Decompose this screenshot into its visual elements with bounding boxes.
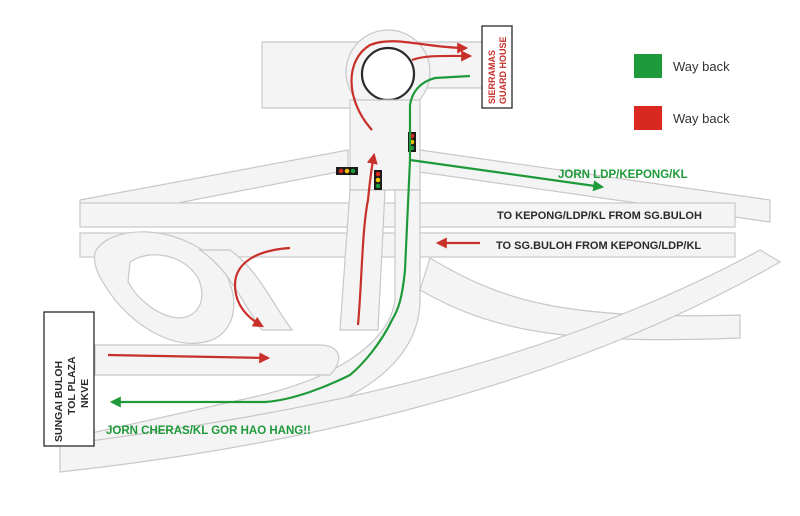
toll-plaza-label-3: NKVE bbox=[79, 379, 91, 408]
label-to-sgbuloh: TO SG.BULOH FROM KEPONG/LDP/KL bbox=[496, 240, 701, 252]
loop-inner bbox=[127, 254, 203, 319]
guard-house: SIERRAMAS GUARD HOUSE bbox=[481, 25, 513, 109]
guard-house-label-1: SIERRAMAS bbox=[487, 50, 497, 104]
legend-swatch-red bbox=[634, 106, 662, 130]
red-route-guard-out bbox=[411, 50, 473, 62]
toll-plaza-label-2: TOL PLAZA bbox=[66, 356, 78, 415]
roundabout-icon bbox=[360, 46, 416, 102]
green-route-cheras bbox=[109, 159, 412, 408]
red-route-loop bbox=[233, 246, 291, 328]
traffic-light-icon bbox=[374, 170, 382, 190]
green-route-ldp bbox=[408, 74, 605, 192]
toll-plaza-box bbox=[43, 311, 95, 447]
red-route-roundabout bbox=[350, 40, 469, 131]
label-jorn-cheras: JORN CHERAS/KL GOR HAO HANG!! bbox=[106, 425, 311, 437]
guard-house-label-2: GUARD HOUSE bbox=[498, 36, 508, 104]
bottom-sweep bbox=[59, 249, 782, 473]
lower-road bbox=[94, 344, 340, 376]
road-network bbox=[59, 29, 782, 473]
legend-label-green: Way back bbox=[673, 59, 730, 74]
legend: Way back Way back bbox=[634, 54, 730, 130]
toll-plaza-label-1: SUNGAI BULOH bbox=[53, 361, 65, 442]
red-routes bbox=[107, 40, 480, 364]
guard-house-box bbox=[481, 25, 513, 109]
green-routes bbox=[109, 74, 605, 408]
ramp-left bbox=[198, 249, 294, 331]
traffic-light-icon bbox=[336, 167, 358, 175]
red-route-ramp-up bbox=[356, 152, 378, 326]
toll-plaza: SUNGAI BULOH TOL PLAZA NKVE bbox=[43, 311, 95, 447]
legend-swatch-green bbox=[634, 54, 662, 78]
red-route-toll bbox=[107, 352, 271, 364]
label-to-kepong: TO KEPONG/LDP/KL FROM SG.BULOH bbox=[497, 210, 702, 222]
label-jorn-ldp: JORN LDP/KEPONG/KL bbox=[558, 169, 688, 181]
legend-label-red: Way back bbox=[673, 111, 730, 126]
